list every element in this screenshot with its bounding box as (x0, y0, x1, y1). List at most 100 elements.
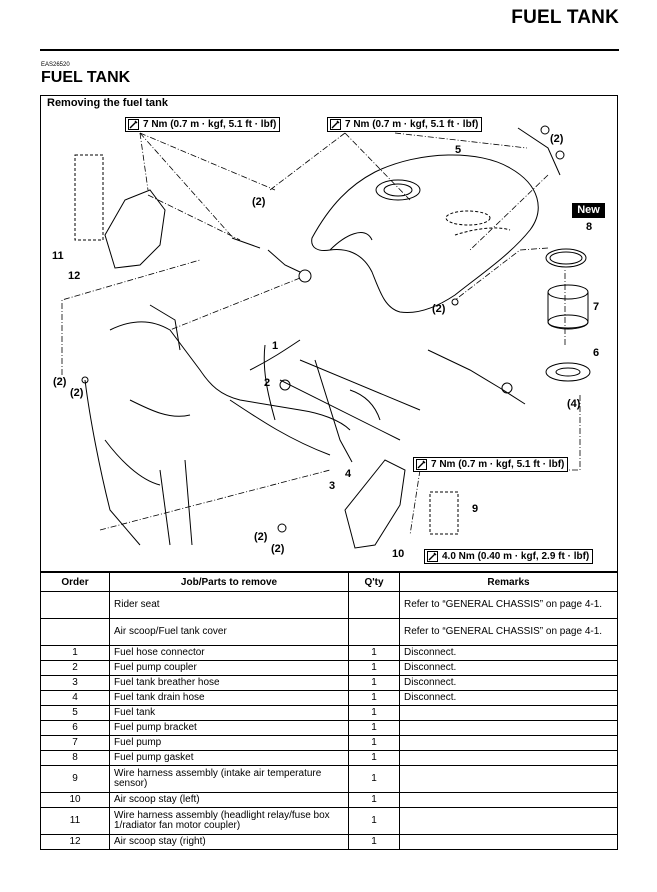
callout-label: (2) (432, 303, 446, 315)
callout-label: (2) (271, 543, 285, 555)
cell-qty: 1 (348, 834, 400, 850)
cell-qty: 1 (348, 645, 400, 661)
table-row: 2 Fuel pump coupler 1 Disconnect. (40, 660, 618, 676)
callout-label: (4) (567, 398, 581, 410)
cell-job: Rider seat (109, 591, 349, 619)
cell-job: Wire harness assembly (headlight relay/f… (109, 807, 349, 835)
cell-job: Air scoop stay (right) (109, 834, 349, 850)
cell-qty: 1 (348, 720, 400, 736)
cell-job: Air scoop/Fuel tank cover (109, 618, 349, 646)
cell-qty: 1 (348, 690, 400, 706)
cell-order: 4 (40, 690, 110, 706)
cell-remarks (399, 807, 618, 835)
table-row: 5 Fuel tank 1 (40, 705, 618, 721)
fuel-pump-gasket-drawing (545, 248, 587, 268)
table-row: 11 Wire harness assembly (headlight rela… (40, 807, 618, 835)
torque-spec-value: 7 Nm (0.7 m · kgf, 5.1 ft · lbf) (431, 459, 565, 470)
removal-jobs-table: Order Job/Parts to remove Q'ty Remarks R… (40, 572, 618, 850)
torque-spec: 7 Nm (0.7 m · kgf, 5.1 ft · lbf) (413, 457, 569, 472)
table-row: 9 Wire harness assembly (intake air temp… (40, 765, 618, 793)
exploded-diagram (61, 125, 591, 549)
table-row: 12 Air scoop stay (right) 1 (40, 834, 618, 850)
cell-remarks: Refer to “GENERAL CHASSIS” on page 4-1. (399, 591, 618, 619)
callout-label: 8 (586, 221, 593, 233)
fuel-pump-bracket-drawing (545, 362, 591, 382)
column-header-job: Job/Parts to remove (109, 572, 349, 592)
torque-spec-value: 4.0 Nm (0.40 m · kgf, 2.9 ft · lbf) (442, 551, 590, 562)
cell-job: Wire harness assembly (intake air temper… (109, 765, 349, 793)
table-row: 1 Fuel hose connector 1 Disconnect. (40, 645, 618, 661)
callout-label: 9 (472, 503, 479, 515)
torque-wrench-icon (128, 119, 139, 130)
torque-spec-value: 7 Nm (0.7 m · kgf, 5.1 ft · lbf) (345, 119, 479, 130)
torque-wrench-icon (416, 459, 427, 470)
torque-spec-value: 7 Nm (0.7 m · kgf, 5.1 ft · lbf) (143, 119, 277, 130)
callout-label: (2) (53, 376, 67, 388)
cell-order: 3 (40, 675, 110, 691)
callout-label: 6 (593, 347, 600, 359)
page-header-title: FUEL TANK (511, 7, 619, 28)
section-title: FUEL TANK (41, 69, 131, 86)
cell-order (40, 591, 110, 619)
cell-qty: 1 (348, 675, 400, 691)
header-rule (40, 49, 619, 51)
callout-label: 11 (52, 250, 64, 262)
cell-job: Fuel tank breather hose (109, 675, 349, 691)
table-row: 8 Fuel pump gasket 1 (40, 750, 618, 766)
cell-order: 1 (40, 645, 110, 661)
cell-remarks: Refer to “GENERAL CHASSIS” on page 4-1. (399, 618, 618, 646)
cell-order (40, 618, 110, 646)
section-code: EAS26520 (41, 62, 70, 68)
table-row: 3 Fuel tank breather hose 1 Disconnect. (40, 675, 618, 691)
cell-order: 11 (40, 807, 110, 835)
table-row: Air scoop/Fuel tank cover Refer to “GENE… (40, 618, 618, 646)
cell-job: Fuel hose connector (109, 645, 349, 661)
callout-label: 4 (345, 468, 352, 480)
cell-job: Fuel pump (109, 735, 349, 751)
cell-qty: 1 (348, 735, 400, 751)
callout-label: 10 (392, 548, 405, 560)
callout-label: 12 (68, 270, 81, 282)
table-header-row: Order Job/Parts to remove Q'ty Remarks (40, 572, 618, 592)
new-part-badge: New (572, 203, 605, 218)
cell-remarks: Disconnect. (399, 645, 618, 661)
table-row: 4 Fuel tank drain hose 1 Disconnect. (40, 690, 618, 706)
air-scoop-stay-left-drawing (344, 459, 406, 549)
cell-qty (348, 618, 400, 646)
table-row: Rider seat Refer to “GENERAL CHASSIS” on… (40, 591, 618, 619)
cell-remarks: Disconnect. (399, 660, 618, 676)
cell-job: Fuel tank (109, 705, 349, 721)
cell-remarks: Disconnect. (399, 690, 618, 706)
column-header-qty: Q'ty (348, 572, 400, 592)
torque-spec: 7 Nm (0.7 m · kgf, 5.1 ft · lbf) (125, 117, 281, 132)
callout-label: 1 (272, 340, 279, 352)
torque-wrench-icon (427, 551, 438, 562)
cell-job: Fuel tank drain hose (109, 690, 349, 706)
cell-remarks (399, 750, 618, 766)
cell-remarks (399, 705, 618, 721)
cell-job: Air scoop stay (left) (109, 792, 349, 808)
cell-qty (348, 591, 400, 619)
torque-spec: 7 Nm (0.7 m · kgf, 5.1 ft · lbf) (327, 117, 483, 132)
cell-order: 10 (40, 792, 110, 808)
table-row: 7 Fuel pump 1 (40, 735, 618, 751)
cell-remarks (399, 720, 618, 736)
callout-label: 7 (593, 301, 600, 313)
table-row: 10 Air scoop stay (left) 1 (40, 792, 618, 808)
cell-remarks (399, 765, 618, 793)
cell-order: 5 (40, 705, 110, 721)
callout-label: (2) (550, 133, 564, 145)
cell-job: Fuel pump bracket (109, 720, 349, 736)
cell-job: Fuel pump coupler (109, 660, 349, 676)
diagram-title: Removing the fuel tank (47, 97, 169, 109)
cell-remarks (399, 792, 618, 808)
table-row: 6 Fuel pump bracket 1 (40, 720, 618, 736)
cell-remarks (399, 735, 618, 751)
cell-qty: 1 (348, 750, 400, 766)
torque-wrench-icon (330, 119, 341, 130)
air-scoop-stay-right-drawing (104, 189, 166, 269)
callout-label: 2 (264, 377, 271, 389)
cell-order: 6 (40, 720, 110, 736)
cell-qty: 1 (348, 807, 400, 835)
callout-label: (2) (254, 531, 268, 543)
